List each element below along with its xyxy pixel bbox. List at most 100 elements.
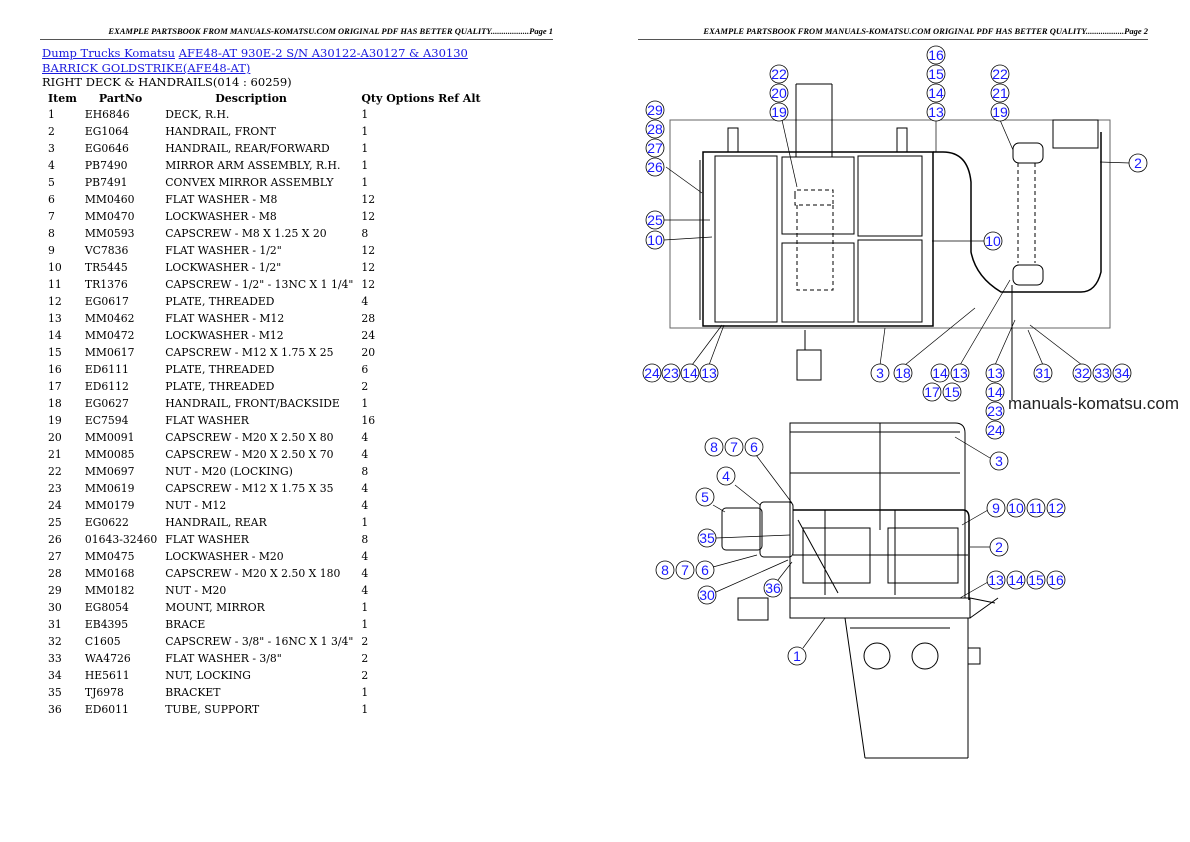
callout-24: 24 — [985, 420, 1005, 440]
callout-circle — [950, 363, 970, 383]
callout-27: 27 — [645, 138, 665, 158]
callout-label: 35 — [699, 530, 715, 546]
callout-label: 6 — [750, 439, 758, 455]
cell-description: LOCKWASHER - M20 — [165, 550, 284, 563]
column-header-description: Description — [215, 91, 287, 105]
callout-circle — [1026, 498, 1046, 518]
callout-label: 34 — [1114, 365, 1130, 381]
callout-circle — [1006, 570, 1026, 590]
callout-circle — [926, 45, 946, 65]
cell-quantity: 2 — [361, 652, 369, 665]
column-header-item: Item — [48, 91, 77, 105]
callout-label: 7 — [681, 562, 689, 578]
cell-quantity: 4 — [361, 567, 369, 580]
callout-label: 10 — [1008, 500, 1024, 516]
cell-quantity: 4 — [361, 448, 369, 461]
callout-label: 11 — [1029, 500, 1044, 516]
cell-description: NUT - M12 — [165, 499, 227, 512]
callout-19: 19 — [990, 102, 1010, 122]
callout-label: 31 — [1035, 365, 1051, 381]
callout-label: 10 — [647, 232, 663, 248]
breadcrumb-link-model[interactable]: AFE48-AT 930E-2 S/N A30122-A30127 & A301… — [42, 46, 468, 75]
callout-15: 15 — [942, 382, 962, 402]
cell-item-number: 15 — [48, 346, 62, 359]
cell-quantity: 4 — [361, 584, 369, 597]
callout-circle — [642, 363, 662, 383]
cell-item-number: 34 — [48, 669, 62, 682]
cell-description: CAPSCREW - M20 X 2.50 X 70 — [165, 448, 334, 461]
cell-item-number: 26 — [48, 533, 62, 546]
callout-label: 20 — [771, 85, 787, 101]
callout-36: 36 — [763, 578, 783, 598]
cell-description: CONVEX MIRROR ASSEMBLY — [165, 176, 334, 189]
cell-quantity: 24 — [361, 329, 376, 342]
callout-circle — [1128, 153, 1148, 173]
cell-part-number: VC7836 — [84, 244, 129, 257]
cell-description: MIRROR ARM ASSEMBLY, R.H. — [165, 159, 341, 172]
callout-35: 35 — [697, 528, 717, 548]
callout-circle — [769, 64, 789, 84]
callout-circle — [986, 570, 1006, 590]
cell-item-number: 6 — [48, 193, 55, 206]
callout-circle — [926, 102, 946, 122]
cell-description: NUT - M20 (LOCKING) — [165, 465, 293, 478]
callout-label: 19 — [992, 104, 1008, 120]
breadcrumb-link-dump-trucks[interactable]: Dump Trucks Komatsu — [42, 46, 175, 60]
callout-label: 8 — [661, 562, 669, 578]
cell-part-number: C1605 — [84, 635, 121, 648]
callout-14: 14 — [930, 363, 950, 383]
callout-10: 10 — [645, 230, 665, 250]
table-header-row: Item PartNo Description Qty Options Ref … — [44, 90, 485, 106]
callout-circle — [744, 437, 764, 457]
cell-description: HANDRAIL, REAR — [165, 516, 267, 529]
cell-item-number: 9 — [48, 244, 55, 257]
callout-circle — [645, 119, 665, 139]
callout-circle — [990, 64, 1010, 84]
callout-label: 29 — [647, 102, 663, 118]
callout-label: 5 — [701, 489, 709, 505]
cell-item-number: 17 — [48, 380, 62, 393]
callout-circle — [985, 401, 1005, 421]
callout-label: 28 — [647, 121, 663, 137]
cell-item-number: 31 — [48, 618, 62, 631]
callout-circle — [680, 363, 700, 383]
parts-table: Item PartNo Description Qty Options Ref … — [44, 90, 485, 718]
callout-circle — [893, 363, 913, 383]
cell-part-number: MM0617 — [84, 346, 135, 359]
cell-quantity: 20 — [361, 346, 376, 359]
callout-label: 3 — [876, 365, 884, 381]
cell-part-number: MM0462 — [84, 312, 135, 325]
callout-4: 4 — [716, 466, 736, 486]
callout-3: 3 — [870, 363, 890, 383]
callout-circle — [1046, 498, 1066, 518]
callout-label: 23 — [987, 403, 1003, 419]
callout-label: 26 — [647, 159, 663, 175]
callout-label: 4 — [722, 468, 730, 484]
callout-14: 14 — [926, 83, 946, 103]
callout-circle — [704, 437, 724, 457]
cell-part-number: MM0697 — [84, 465, 135, 478]
callout-circle — [675, 560, 695, 580]
callout-32: 32 — [1072, 363, 1092, 383]
callout-label: 22 — [992, 66, 1008, 82]
front-view-drawing — [712, 422, 999, 759]
cell-description: FLAT WASHER - 1/2" — [165, 244, 282, 257]
callout-24: 24 — [642, 363, 662, 383]
cell-description: BRACE — [165, 618, 206, 631]
cell-description: CAPSCREW - M12 X 1.75 X 35 — [165, 482, 334, 495]
cell-quantity: 2 — [361, 380, 369, 393]
cell-item-number: 22 — [48, 465, 62, 478]
cell-item-number: 28 — [48, 567, 62, 580]
cell-part-number: MM0179 — [84, 499, 135, 512]
callout-circle — [870, 363, 890, 383]
